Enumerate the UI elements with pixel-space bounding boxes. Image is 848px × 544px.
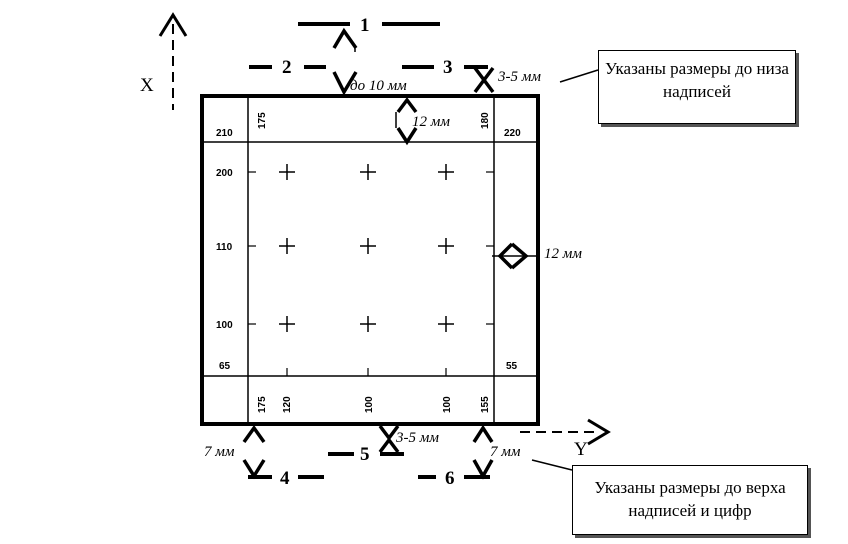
tablet-frame	[200, 94, 540, 426]
right-label: 55	[506, 361, 518, 372]
top-label: 180	[480, 112, 491, 129]
left-label: 110	[216, 242, 233, 253]
callout-pointer-bottom	[531, 459, 573, 471]
marker-1: 1	[360, 15, 370, 36]
dimension-bottom-left: 7 мм	[204, 444, 235, 460]
dimension-arrow-inner	[395, 97, 418, 146]
top-label: 175	[257, 112, 268, 129]
right-label: 220	[504, 128, 521, 139]
marker-3: 3	[443, 57, 453, 78]
marker-2: 2	[282, 57, 292, 78]
grid-cross	[279, 316, 295, 332]
bottom-label: 100	[364, 396, 375, 413]
dimension-top-inner: 12 мм	[412, 114, 450, 130]
grid-cross	[438, 164, 454, 180]
grid-cross	[360, 316, 376, 332]
marker-5: 5	[360, 444, 370, 465]
note-top: Указаны размеры до низа надписей	[598, 50, 796, 124]
note-top-text: Указаны размеры до низа надписей	[605, 59, 789, 101]
dimension-arrow-right	[492, 242, 538, 270]
grid-cross	[360, 164, 376, 180]
y-axis-arrow	[520, 418, 611, 446]
bottom-label: 155	[480, 396, 491, 413]
note-bottom-text: Указаны размеры до верха надписей и цифр	[594, 478, 786, 520]
grid-cross	[279, 238, 295, 254]
dimension-arrow-bottom-center	[378, 424, 400, 454]
grid-crosses	[279, 164, 454, 332]
grid-cross	[279, 164, 295, 180]
y-axis-label: Y	[574, 439, 588, 460]
bottom-label: 120	[282, 396, 293, 413]
dimension-arrow-bottom-left	[242, 424, 266, 480]
dimension-top-right: 3-5 мм	[497, 69, 541, 85]
dimension-right-side: 12 мм	[544, 246, 582, 262]
x-axis-label: X	[140, 75, 154, 96]
tick-marks	[248, 171, 494, 376]
callout-pointer-top	[559, 69, 599, 83]
grid-cross	[438, 316, 454, 332]
dimension-bottom-right: 7 мм	[490, 444, 521, 460]
left-label: 65	[219, 361, 231, 372]
left-label: 210	[216, 128, 233, 139]
left-label: 100	[216, 320, 233, 331]
x-axis-arrow	[158, 12, 188, 110]
grid-cross	[438, 238, 454, 254]
dimension-arrow-top-right	[473, 66, 495, 94]
bottom-label: 100	[442, 396, 453, 413]
bottom-label: 175	[257, 396, 268, 413]
marker-6: 6	[445, 468, 455, 489]
marker-4: 4	[280, 468, 290, 489]
left-label: 200	[216, 168, 233, 179]
dimension-arrow-bottom-right	[472, 424, 494, 480]
grid-cross	[360, 238, 376, 254]
note-bottom: Указаны размеры до верха надписей и цифр	[572, 465, 808, 535]
dimension-top-gap: до 10 мм	[350, 78, 407, 94]
dimension-bottom-center: 3-5 мм	[395, 430, 439, 446]
dimension-arrow-top	[332, 27, 358, 96]
